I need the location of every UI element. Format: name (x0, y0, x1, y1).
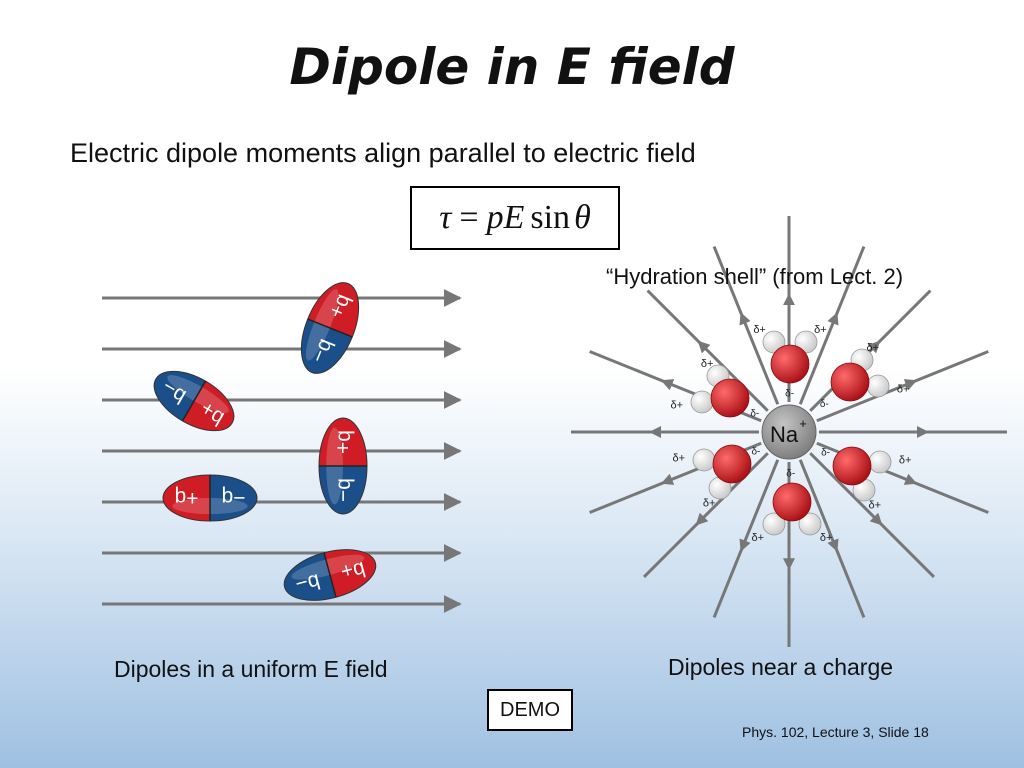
water-molecule: δ+ δ+ δ- (753, 324, 826, 400)
oxygen-atom (830, 362, 870, 402)
hydrogen-atom (692, 448, 716, 472)
radial-arrow (827, 538, 839, 552)
dipole-positive-label: +q (332, 430, 355, 454)
oxygen-atom (772, 482, 812, 522)
slide-title: Dipole in E field (289, 38, 735, 96)
hydrogen-atom (868, 450, 892, 474)
radial-arrow (697, 340, 711, 354)
partial-positive-label: δ+ (814, 324, 827, 336)
partial-positive-label: δ+ (869, 499, 882, 511)
ion-charge: + (799, 416, 807, 431)
dipole: −q+q (289, 274, 371, 382)
hydrogen-atom (794, 330, 818, 354)
dipole: −q +q (162, 474, 258, 522)
hydrogen-atom (762, 330, 786, 354)
partial-positive-label: δ+ (671, 399, 684, 411)
water-molecule: δ+ δ+ δ- (752, 469, 833, 545)
dipole: −q +q (318, 417, 368, 515)
radial-arrow (739, 538, 751, 552)
hydration-caption: “Hydration shell” (from Lect. 2) (606, 264, 904, 289)
dipole-positive-label: +q (175, 486, 199, 509)
water-molecule: δ+ δ+ δ- (671, 358, 760, 419)
oxygen-atom (770, 344, 810, 384)
radial-field-line (809, 452, 936, 579)
hydrogen-atom (690, 390, 714, 414)
torque-equation: τ = pE sin θ (410, 186, 620, 250)
uniform-field-dipoles: −q+q−q+q−q+q−q+q−q+q (144, 274, 382, 610)
radial-arrow (827, 312, 839, 326)
uniform-field-caption: Dipoles in a uniform E field (114, 656, 388, 682)
partial-positive-label: δ+ (701, 358, 714, 370)
partial-negative-label: δ- (750, 408, 759, 419)
equation-sin: sin (530, 199, 571, 236)
radial-arrow (695, 512, 709, 526)
oxygen-atom (712, 444, 752, 484)
partial-positive-label: δ+ (673, 453, 686, 465)
dipole: −q+q (278, 540, 382, 610)
partial-negative-label: δ- (785, 389, 794, 400)
radial-arrow (869, 512, 883, 526)
equation-equals: = (459, 199, 479, 236)
equation-theta: θ (574, 199, 591, 236)
sodium-ion: Na + (761, 404, 817, 460)
partial-negative-label: δ- (751, 447, 760, 458)
partial-negative-label: δ- (820, 399, 829, 410)
partial-positive-label: δ+ (752, 532, 765, 544)
charge-field-caption: Dipoles near a charge (668, 654, 894, 680)
partial-positive-label: δ+ (820, 532, 833, 544)
radial-arrow (867, 340, 881, 354)
hydrogen-atom (762, 512, 786, 536)
radial-arrow (660, 473, 675, 485)
partial-positive-label: δ+ (867, 342, 880, 354)
dipole-negative-label: −q (332, 478, 355, 502)
dipole-negative-label: −q (222, 486, 246, 509)
hydration-shell: δ+ δ+ δ-δ+ δ+ δ-δ+ δ+ δ-δ+ δ+ δ-δ+ δ+ δ-δ+ δ+ δ- (671, 324, 912, 544)
partial-positive-label: δ+ (899, 455, 912, 467)
water-molecule: δ+ δ+ δ- (673, 444, 760, 509)
partial-positive-label: δ+ (753, 324, 766, 336)
water-molecule: δ+ δ+ δ- (820, 342, 910, 410)
partial-positive-label: δ+ (703, 497, 716, 509)
partial-negative-label: δ- (821, 448, 830, 459)
slide-subtitle: Electric dipole moments align parallel t… (70, 138, 696, 168)
partial-negative-label: δ- (786, 469, 795, 480)
water-molecule: δ+ δ+ δ- (821, 446, 912, 511)
ion-label: Na (770, 422, 799, 447)
radial-arrow (903, 379, 918, 391)
equation-tau: τ (439, 199, 452, 236)
oxygen-atom (710, 378, 750, 418)
radial-arrow (739, 312, 751, 326)
hydrogen-atom (798, 512, 822, 536)
oxygen-atom (832, 446, 872, 486)
slide-footer: Phys. 102, Lecture 3, Slide 18 (742, 724, 929, 740)
partial-positive-label: δ+ (897, 383, 910, 395)
demo-button[interactable]: DEMO (487, 689, 573, 731)
hydrogen-atom (866, 374, 890, 398)
equation-pe: pE (486, 199, 525, 236)
radial-field-line (816, 350, 989, 423)
radial-arrow (903, 473, 918, 485)
radial-arrow (660, 379, 675, 391)
uniform-field-lines (102, 289, 462, 613)
